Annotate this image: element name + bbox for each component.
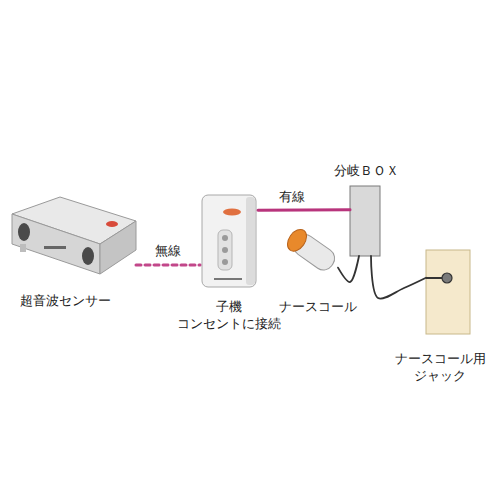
jack-plate bbox=[426, 250, 470, 334]
sensor-eye bbox=[18, 223, 30, 241]
handset-button bbox=[284, 226, 311, 255]
unit-button bbox=[222, 259, 228, 265]
device-label: ナースコール用 ジャック bbox=[385, 350, 495, 384]
link-label: 有線 bbox=[279, 189, 305, 205]
sensor-illustration bbox=[12, 197, 136, 274]
nurse-call-illustration bbox=[284, 226, 340, 275]
unit-button bbox=[222, 235, 228, 241]
cable-line bbox=[338, 256, 359, 282]
unit-body bbox=[202, 195, 256, 287]
unit-button bbox=[222, 247, 228, 253]
branch-box-node: 分岐ＢＯＸ bbox=[350, 186, 380, 256]
jack-socket bbox=[442, 273, 452, 283]
unit-panel bbox=[218, 230, 232, 270]
wireless-link bbox=[136, 264, 200, 267]
device-label: ナースコール bbox=[268, 298, 368, 315]
cable-line bbox=[371, 256, 426, 299]
sensor-front bbox=[12, 214, 100, 274]
cable-line bbox=[258, 208, 350, 211]
device-label: 分岐ＢＯＸ bbox=[321, 162, 411, 179]
child-unit-node: 子機 コンセントに接続 bbox=[200, 193, 258, 289]
sensor-badge bbox=[44, 246, 66, 249]
sensor-node: 超音波センサー bbox=[8, 198, 136, 276]
sensor-side bbox=[100, 221, 136, 274]
device-label: 超音波センサー bbox=[0, 292, 130, 309]
unit-logo bbox=[223, 209, 241, 216]
unit-badge bbox=[214, 278, 242, 280]
sensor-foot bbox=[20, 244, 26, 252]
unit-side bbox=[246, 197, 255, 285]
child-unit-illustration bbox=[202, 195, 256, 287]
branch-box-body bbox=[350, 186, 380, 256]
device-label: 子機 コンセントに接続 bbox=[169, 298, 289, 332]
sensor-logo bbox=[106, 221, 118, 227]
nurse-call-node: ナースコール bbox=[284, 226, 338, 278]
sensor-eye bbox=[82, 247, 94, 265]
link-label: 無線 bbox=[155, 243, 181, 259]
jack-node: ナースコール用 ジャック bbox=[426, 250, 470, 334]
